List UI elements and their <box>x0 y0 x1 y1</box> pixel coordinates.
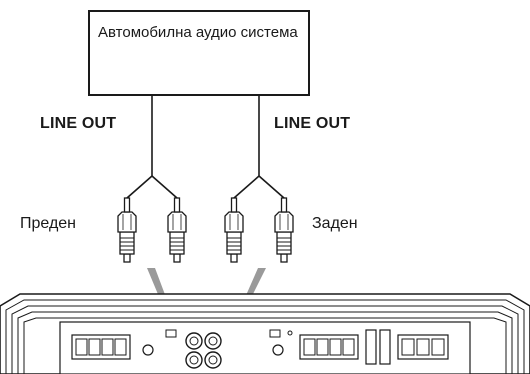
switch <box>165 329 177 338</box>
fuse <box>365 329 377 365</box>
rear-label: Заден <box>312 215 358 232</box>
cable-right <box>233 96 260 199</box>
level-knob <box>272 344 284 356</box>
rca-plug-icon <box>224 197 244 263</box>
fuse <box>379 329 391 365</box>
power-terminal-block <box>397 334 449 360</box>
cable-left <box>126 96 153 199</box>
line-out-label-left: LINE OUT <box>40 115 117 132</box>
cable-right-branch <box>258 175 285 199</box>
switch <box>269 329 281 338</box>
rca-plug-icon <box>167 197 187 263</box>
rca-jack-icon <box>185 332 222 369</box>
front-label: Преден <box>20 215 77 232</box>
rca-plug-icon <box>117 197 137 263</box>
car-audio-system-label: Автомобилна аудио система <box>98 24 298 41</box>
line-out-label-right: LINE OUT <box>274 115 351 132</box>
cable-left-branch <box>151 175 178 199</box>
gain-knob <box>142 344 154 356</box>
rca-plug-icon <box>274 197 294 263</box>
terminal-block-left <box>71 334 131 360</box>
terminal-block-right <box>299 334 359 360</box>
car-audio-system-box: Автомобилна аудио система <box>88 10 310 96</box>
amplifier <box>0 293 530 374</box>
